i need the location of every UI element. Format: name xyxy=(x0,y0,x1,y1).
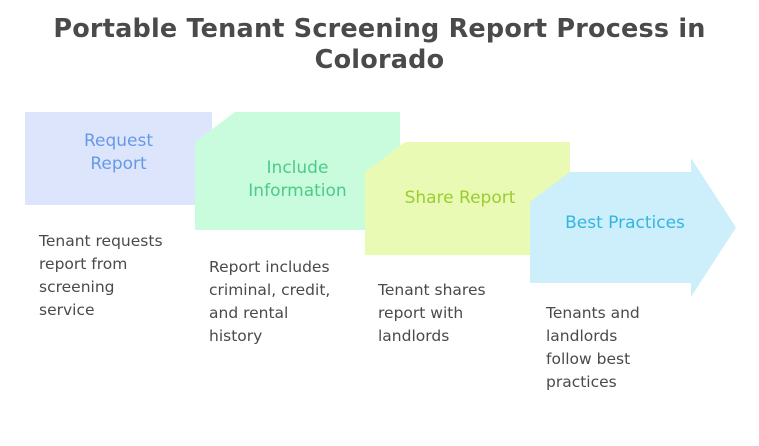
process-step-1-shape[interactable] xyxy=(25,112,215,207)
step-3-banner-polygon xyxy=(365,142,570,255)
page-title: Portable Tenant Screening Report Process… xyxy=(53,14,706,75)
step-2-banner-polygon xyxy=(195,112,400,230)
process-step-2-description: Report includes criminal, credit, and re… xyxy=(209,258,331,345)
step-1-banner-polygon xyxy=(25,112,212,205)
process-step-4-shape[interactable] xyxy=(530,158,740,297)
process-step-4-description: Tenants and landlords follow best practi… xyxy=(546,304,640,391)
process-step-3-shape[interactable] xyxy=(365,142,575,267)
process-step-2-shape[interactable] xyxy=(195,112,405,237)
process-step-3-description: Tenant shares report with landlords xyxy=(378,281,486,345)
process-step-1-description: Tenant requests report from screening se… xyxy=(39,232,163,319)
step-4-arrow-polygon xyxy=(530,158,736,297)
